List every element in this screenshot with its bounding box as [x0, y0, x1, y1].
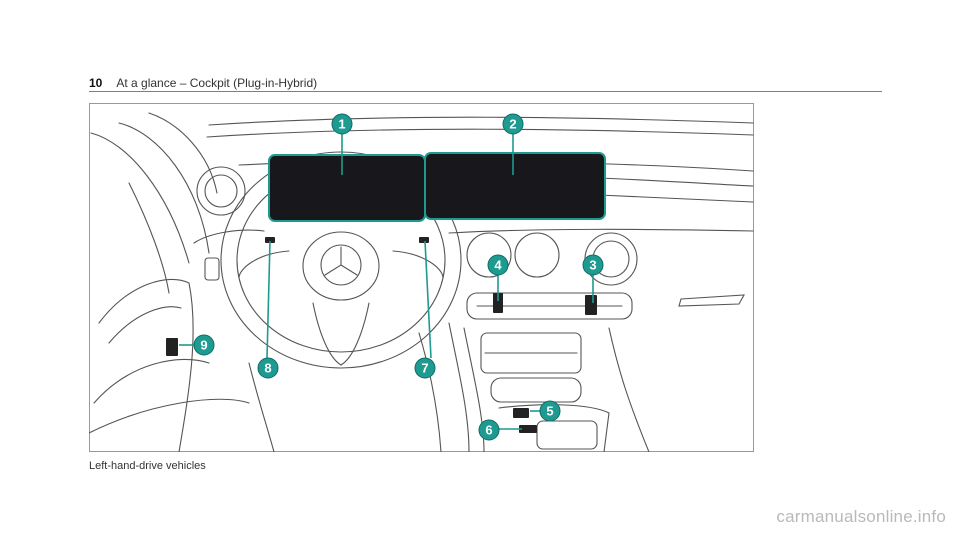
- cockpit-illustration: 1 2 3 4 5 6 7 8 9: [88, 103, 754, 453]
- callout-label: 9: [200, 338, 207, 353]
- callout-label: 7: [421, 361, 428, 376]
- callout-6: 6: [478, 419, 500, 441]
- callout-8: 8: [257, 357, 279, 379]
- callout-label: 3: [589, 258, 596, 273]
- callout-5: 5: [539, 400, 561, 422]
- highlighted-controls: [166, 237, 597, 433]
- callout-label: 2: [509, 117, 516, 132]
- callout-2: 2: [502, 113, 524, 135]
- callout-label: 8: [264, 361, 271, 376]
- cockpit-figure: 1 2 3 4 5 6 7 8 9: [88, 103, 754, 453]
- callout-9: 9: [193, 334, 215, 356]
- callout-4: 4: [487, 254, 509, 276]
- watermark: carmanualsonline.info: [776, 507, 946, 526]
- page-header: 10 At a glance – Cockpit (Plug-in-Hybrid): [89, 76, 317, 90]
- callout-7: 7: [414, 357, 436, 379]
- multimedia-display: [424, 152, 606, 220]
- callout-3: 3: [582, 254, 604, 276]
- callout-1: 1: [331, 113, 353, 135]
- callout-label: 5: [546, 404, 553, 419]
- page-title: At a glance – Cockpit (Plug-in-Hybrid): [116, 76, 318, 90]
- leader-lines: [179, 133, 594, 430]
- page-number: 10: [89, 76, 103, 90]
- callout-label: 6: [485, 423, 492, 438]
- instrument-display: [268, 154, 426, 222]
- callout-label: 4: [494, 258, 502, 273]
- header-rule: [89, 91, 882, 92]
- figure-caption: Left-hand-drive vehicles: [89, 460, 206, 472]
- callout-label: 1: [338, 117, 345, 132]
